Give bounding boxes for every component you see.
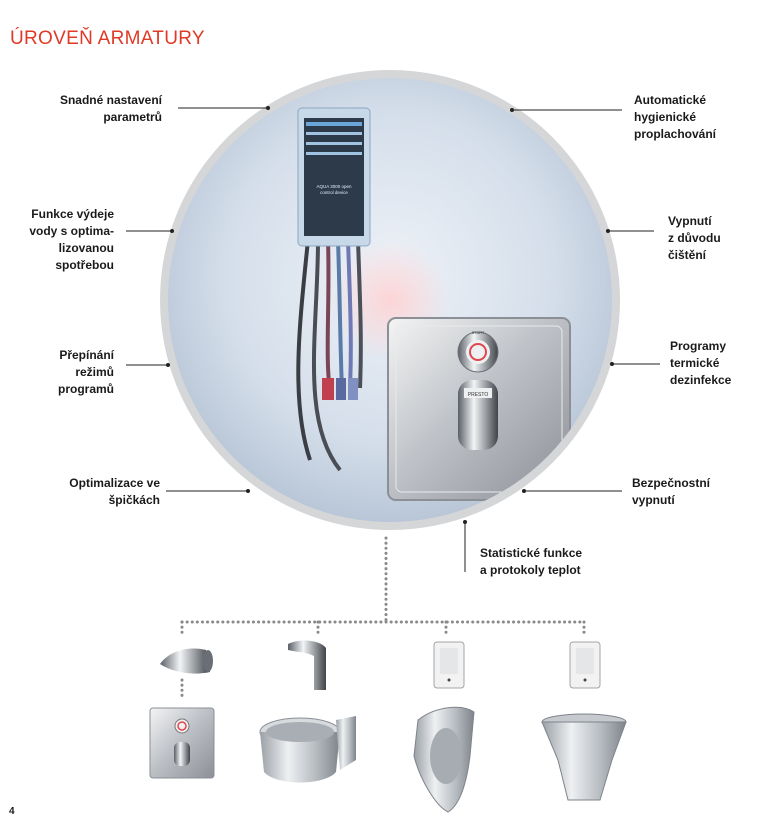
- product-washbasin: [259, 716, 356, 783]
- label-water-dispensing: Funkce výdeje vody s optima- lizovanou s…: [29, 207, 114, 272]
- svg-text:control device: control device: [320, 190, 348, 195]
- label-safety-stop: Bezpečnostní vypnutí: [632, 476, 711, 507]
- product-control-panel: [149, 707, 215, 779]
- module-text: AQUA 3000 open: [316, 184, 352, 189]
- label-thermal-disinfection: Programy termické dezinfekce: [670, 339, 732, 387]
- product-faucet: [288, 640, 326, 690]
- product-shower-head: [160, 648, 213, 674]
- product-sensor-urinal: [433, 641, 465, 689]
- label-auto-flush: Automatické hygienické proplachování: [634, 93, 717, 141]
- svg-text:START: START: [472, 330, 485, 335]
- dotted-connector: [180, 536, 586, 702]
- label-statistics: Statistické funkce a protokoly teplot: [480, 546, 583, 577]
- product-sensor-toilet: [569, 641, 601, 689]
- label-easy-settings: Snadné nastavení parametrů: [59, 93, 162, 124]
- label-peak-optimization: Optimalizace ve špičkách: [69, 476, 160, 507]
- page-number: 4: [9, 806, 15, 817]
- product-toilet: [541, 713, 627, 801]
- device-photo: AQUA 3000 open control device START PRES…: [168, 78, 612, 522]
- callout-dots-right: [510, 108, 614, 493]
- svg-text:PRESTO: PRESTO: [468, 392, 489, 398]
- callout-dots-left: [166, 106, 270, 493]
- label-program-modes: Přepínání režimů programů: [57, 348, 114, 396]
- label-cleaning-stop: Vypnutí z důvodu čištění: [668, 214, 721, 262]
- page-title: ÚROVEŇ ARMATURY: [10, 28, 205, 49]
- callout-lines-left: [126, 107, 268, 492]
- product-urinal: [413, 706, 475, 813]
- callout-lines-right: [512, 109, 660, 492]
